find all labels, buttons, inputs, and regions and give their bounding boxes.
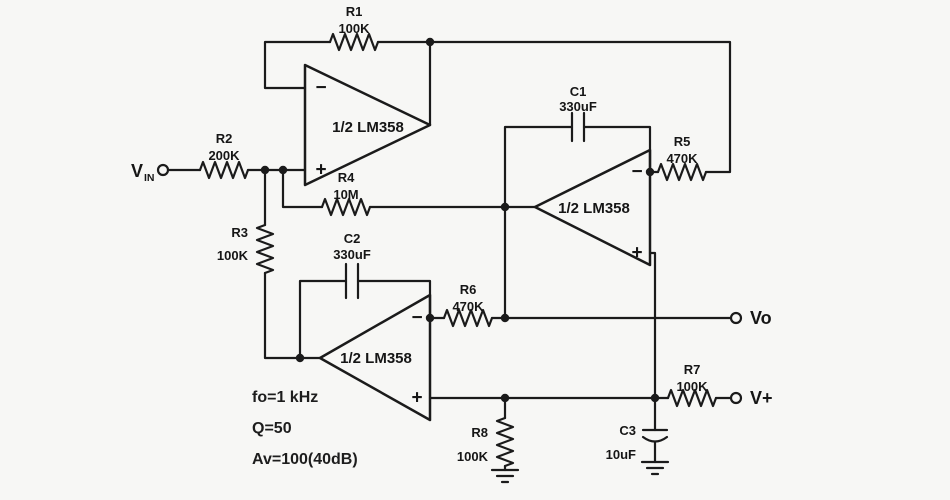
r3-value-label: 100K [217, 248, 249, 263]
terminal-circle [729, 311, 743, 325]
resistor-r1: R1 100K [328, 4, 380, 52]
resistor-r7: R7 100K [666, 362, 718, 408]
r7-value-label: 100K [676, 379, 708, 394]
wire [263, 271, 322, 360]
resistor-r8: R8 100K [457, 416, 515, 468]
r5-name-label: R5 [674, 134, 691, 149]
r4-value-label: 10M [333, 187, 358, 202]
opamp-1-label: 1/2 LM358 [332, 119, 404, 136]
r2-name-label: R2 [216, 131, 233, 146]
r6-name-label: R6 [460, 282, 477, 297]
resistor-r8-symbol [495, 416, 515, 468]
c2-name-label: C2 [344, 231, 361, 246]
terminal-circle [156, 163, 170, 177]
annotation-q: Q=50 [252, 420, 292, 437]
vplus-label: V+ [750, 388, 773, 408]
resistor-r7-symbol [666, 388, 718, 408]
resistor-r1-symbol [328, 32, 380, 52]
wire [281, 168, 324, 209]
r6-value-label: 470K [452, 299, 484, 314]
resistor-r5: R5 470K [656, 134, 708, 182]
c2-value-label: 330uF [333, 247, 371, 262]
resistor-r6: R6 470K [442, 282, 494, 328]
c1-name-label: C1 [570, 84, 587, 99]
resistor-r3-symbol [255, 223, 275, 275]
wires [166, 40, 733, 472]
opamp-2-minus-label: − [631, 162, 642, 183]
ground-symbol-c3 [640, 460, 670, 476]
vin-sub-label: IN [144, 172, 155, 184]
c1-value-label: 330uF [559, 99, 597, 114]
junction-dot [650, 393, 660, 403]
opamp-1: 1/2 LM358 − + [303, 63, 432, 187]
c3-value-label: 10uF [606, 447, 636, 462]
r3-name-label: R3 [231, 225, 248, 240]
terminal-circle [729, 391, 743, 405]
junction-dot [425, 313, 435, 323]
junction-dot [295, 353, 305, 363]
junction-dots [260, 37, 660, 403]
junction-dot [425, 37, 435, 47]
resistor-r6-symbol [442, 308, 494, 328]
opamp-1-plus-label: + [315, 160, 326, 181]
vin-label: V [131, 161, 143, 181]
opamp-3-plus-label: + [411, 388, 422, 409]
opamp-1-body [303, 63, 432, 187]
junction-dot [500, 313, 510, 323]
r4-name-label: R4 [338, 170, 355, 185]
r1-value-label: 100K [338, 21, 370, 36]
vo-label: Vo [750, 308, 772, 328]
opamp-2-label: 1/2 LM358 [558, 200, 630, 217]
capacitor-c1: C1 330uF [559, 84, 597, 143]
ground-symbol-r8 [490, 468, 520, 484]
r5-value-label: 470K [666, 151, 698, 166]
r1-name-label: R1 [346, 4, 363, 19]
junction-dot [260, 165, 270, 175]
opamp-3-minus-label: − [411, 308, 422, 329]
annotations: fo=1 kHz Q=50 Av=100(40dB) [252, 389, 358, 468]
wire [503, 125, 574, 320]
resistor-r3: R3 100K [217, 223, 275, 275]
opamp-2-body [533, 148, 652, 267]
resistor-r2-symbol [198, 160, 250, 180]
opamp-3-label: 1/2 LM358 [340, 350, 412, 367]
capacitor-c2: C2 330uF [333, 231, 371, 300]
opamp-2-plus-label: + [631, 243, 642, 264]
wire [648, 251, 657, 432]
resistor-r4-symbol [320, 197, 372, 217]
capacitor-c3-symbol [641, 435, 669, 443]
opamp-3: 1/2 LM358 − + [318, 293, 432, 422]
wire [376, 40, 732, 174]
annotation-fo: fo=1 kHz [252, 389, 318, 406]
r7-name-label: R7 [684, 362, 701, 377]
junction-dot [500, 393, 510, 403]
resistor-r2: R2 200K [198, 131, 250, 180]
junction-dot [500, 202, 510, 212]
junction-dot [278, 165, 288, 175]
resistor-r5-symbol [656, 162, 708, 182]
wire [263, 40, 332, 90]
junction-dot [645, 167, 655, 177]
wire [298, 279, 348, 360]
resistor-r4: R4 10M [320, 170, 372, 217]
opamp-3-body [318, 293, 432, 422]
opamp-2: 1/2 LM358 − + [533, 148, 652, 267]
c3-name-label: C3 [619, 423, 636, 438]
r8-value-label: 100K [457, 449, 489, 464]
vin-terminal: V IN [131, 161, 170, 184]
opamp-1-minus-label: − [315, 78, 326, 99]
capacitor-c3: C3 10uF [606, 423, 669, 462]
vo-terminal: Vo [729, 308, 772, 328]
annotation-av: Av=100(40dB) [252, 451, 358, 468]
vplus-terminal: V+ [729, 388, 773, 408]
r8-name-label: R8 [471, 425, 488, 440]
r2-value-label: 200K [208, 148, 240, 163]
